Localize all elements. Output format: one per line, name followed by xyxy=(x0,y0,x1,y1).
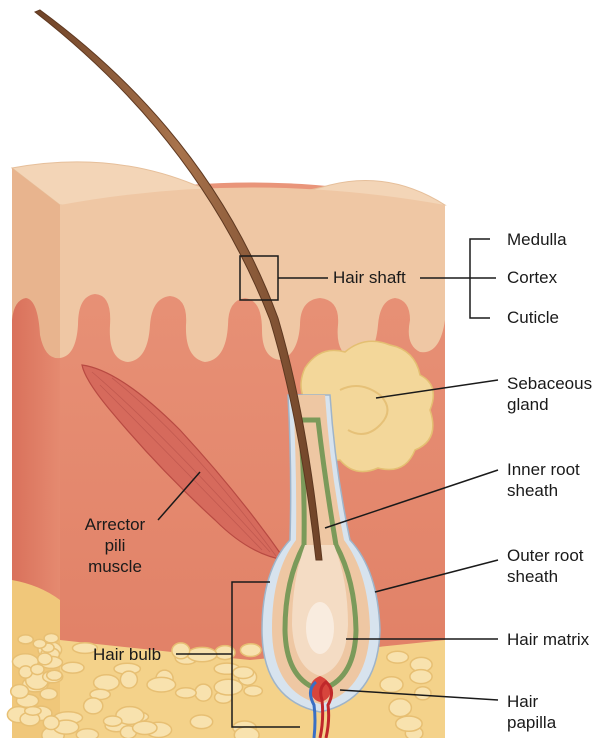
label-medulla: Medulla xyxy=(507,229,567,250)
fat-cell xyxy=(240,644,261,657)
fat-cell xyxy=(396,716,422,731)
fat-cell xyxy=(47,670,62,680)
label-hair-matrix: Hair matrix xyxy=(507,629,589,650)
fat-cell xyxy=(84,698,103,714)
fat-cell xyxy=(76,729,98,738)
label-arrector-pili-muscle: Arrector pili muscle xyxy=(70,514,160,577)
fat-cell xyxy=(214,679,242,695)
fat-cell xyxy=(133,721,157,734)
fat-cell xyxy=(40,688,57,699)
fat-cell xyxy=(25,707,41,716)
label-hair-bulb: Hair bulb xyxy=(93,644,161,665)
fat-cell xyxy=(244,686,262,696)
fat-cell xyxy=(172,643,190,659)
fat-cell xyxy=(104,716,122,726)
fat-cell xyxy=(44,634,58,643)
fat-cell xyxy=(11,685,29,699)
fat-cell xyxy=(31,664,44,674)
label-sebaceous-gland: Sebaceous gland xyxy=(507,373,592,415)
fat-cell xyxy=(43,716,59,730)
fat-cell xyxy=(415,687,431,700)
fat-cell xyxy=(233,667,254,679)
fat-cell xyxy=(120,671,137,688)
fat-cell xyxy=(389,699,411,717)
fat-cell xyxy=(190,715,212,729)
fat-cell xyxy=(380,677,403,693)
fat-cell xyxy=(410,670,432,684)
fat-cell xyxy=(176,688,197,698)
fat-cell xyxy=(18,635,33,644)
fat-cell xyxy=(38,653,52,665)
fat-cell xyxy=(387,651,409,663)
fat-cell xyxy=(62,662,84,673)
label-cortex: Cortex xyxy=(507,267,557,288)
label-hair-papilla: Hair papilla xyxy=(507,691,556,733)
fat-cell xyxy=(33,639,46,648)
label-hair-shaft: Hair shaft xyxy=(333,267,406,288)
label-cuticle: Cuticle xyxy=(507,307,559,328)
fat-cell xyxy=(234,727,259,738)
fat-cell xyxy=(94,675,120,691)
label-inner-root-sheath: Inner root sheath xyxy=(507,459,580,501)
label-outer-root-sheath: Outer root sheath xyxy=(507,545,584,587)
fat-cell xyxy=(147,677,176,692)
fat-cell xyxy=(19,666,32,678)
fat-cell xyxy=(195,684,212,701)
